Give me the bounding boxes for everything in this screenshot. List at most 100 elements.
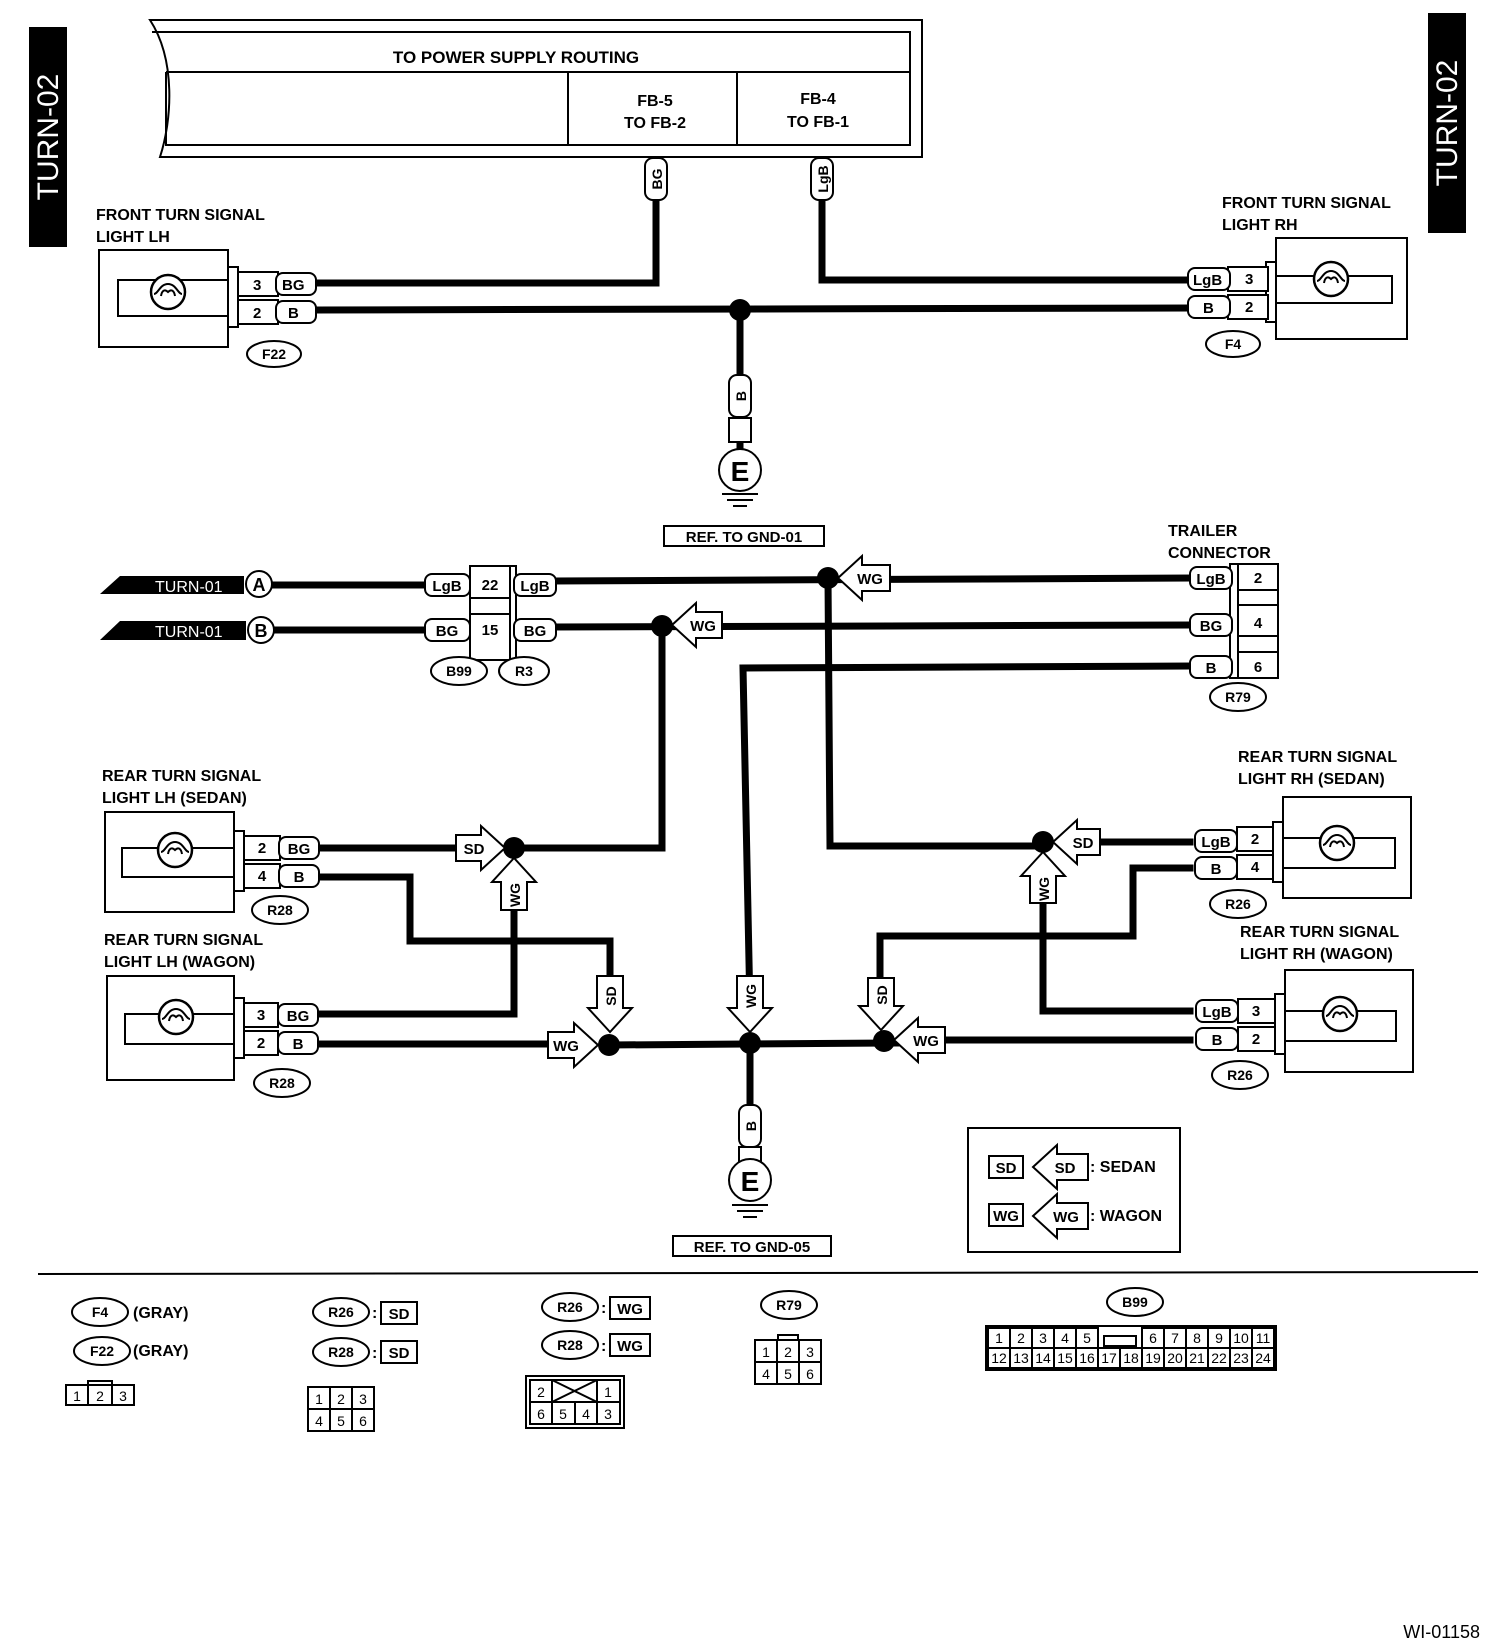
page-tag-left: TURN-02 bbox=[29, 27, 67, 247]
rear-lh-wagon-label-2: LIGHT LH (WAGON) bbox=[104, 954, 255, 971]
pin-label: 2 bbox=[253, 305, 261, 322]
pin-label: 2 bbox=[257, 1035, 265, 1052]
key-pin: 3 bbox=[806, 1344, 814, 1360]
key-wg-label: WG bbox=[617, 1301, 643, 1318]
key-colon: : bbox=[601, 1300, 606, 1317]
key-pin: 6 bbox=[537, 1406, 545, 1422]
variant-arrow-sd: SD bbox=[1051, 817, 1101, 867]
connector-key-sedan: R26 : SD R28 : SD 1 2 3 4 5 6 bbox=[307, 1297, 418, 1432]
key-r28-id: R28 bbox=[328, 1344, 354, 1360]
key-pin: 4 bbox=[762, 1366, 770, 1382]
key-r26-id: R26 bbox=[557, 1299, 583, 1315]
key-sd-label: SD bbox=[389, 1345, 410, 1362]
bulb-icon bbox=[1312, 260, 1350, 298]
input-b-label: TURN-01 bbox=[155, 624, 223, 641]
key-pin: 11 bbox=[1256, 1330, 1271, 1346]
legend-sd-box: SD bbox=[996, 1160, 1017, 1177]
key-pin: 15 bbox=[1057, 1350, 1073, 1366]
wire-tag-bg-power: BG bbox=[644, 157, 668, 201]
front-lh-label-2: LIGHT LH bbox=[96, 229, 170, 246]
key-pin: 14 bbox=[1035, 1350, 1051, 1366]
wire-color-label: WG bbox=[743, 984, 759, 1008]
key-pin: 3 bbox=[119, 1388, 127, 1404]
connector-id: R3 bbox=[515, 663, 533, 679]
bulb-icon bbox=[1321, 995, 1359, 1033]
pin-label: 4 bbox=[1254, 615, 1263, 632]
power-supply-title: TO POWER SUPPLY ROUTING bbox=[393, 48, 639, 67]
connector-id: B99 bbox=[446, 663, 472, 679]
key-pin: 5 bbox=[1083, 1330, 1091, 1346]
wire-color-label: B bbox=[743, 1121, 759, 1131]
key-pin: 18 bbox=[1123, 1350, 1139, 1366]
input-turn01-b: TURN-01 B bbox=[100, 616, 275, 644]
key-pin: 17 bbox=[1101, 1350, 1117, 1366]
wire-color-label: B bbox=[1211, 861, 1222, 878]
page-tag-left-text: TURN-02 bbox=[32, 74, 65, 201]
pin-label: 15 bbox=[482, 622, 499, 639]
bulb-icon bbox=[149, 273, 187, 311]
key-pin: 1 bbox=[73, 1388, 81, 1404]
legend-wg-box: WG bbox=[993, 1208, 1019, 1225]
key-pin: 1 bbox=[995, 1330, 1003, 1346]
rear-turn-signal-lh-wagon: REAR TURN SIGNAL LIGHT LH (WAGON) 3 2 BG… bbox=[104, 932, 319, 1098]
rear-rh-wagon-label-2: LIGHT RH (WAGON) bbox=[1240, 946, 1393, 963]
key-pin: 3 bbox=[1039, 1330, 1047, 1346]
key-pin: 20 bbox=[1167, 1350, 1183, 1366]
fuse-fb4-to-label: TO FB-1 bbox=[787, 114, 849, 131]
key-r28-id: R28 bbox=[557, 1337, 583, 1353]
key-f4-id: F4 bbox=[92, 1304, 109, 1320]
connector-key-f4-f22: F4 (GRAY) F22 (GRAY) 1 2 3 bbox=[65, 1297, 188, 1406]
pin-label: 2 bbox=[1251, 831, 1259, 848]
trailer-label-1: TRAILER bbox=[1168, 523, 1238, 540]
page-tag-right-text: TURN-02 bbox=[1431, 60, 1464, 187]
ground-ref-bottom: REF. TO GND-05 bbox=[694, 1239, 810, 1256]
rear-rh-wagon-label-1: REAR TURN SIGNAL bbox=[1240, 924, 1399, 941]
wire-color-label: B bbox=[1206, 660, 1217, 677]
key-sd-label: SD bbox=[389, 1306, 410, 1323]
bulb-icon bbox=[1318, 824, 1356, 862]
key-pin: 9 bbox=[1215, 1330, 1223, 1346]
pin-label: 4 bbox=[258, 868, 267, 885]
wire-color-label: BG bbox=[282, 277, 305, 294]
key-pin: 2 bbox=[337, 1391, 345, 1407]
rear-turn-signal-lh-sedan: REAR TURN SIGNAL LIGHT LH (SEDAN) 2 4 BG… bbox=[102, 768, 320, 925]
connector-id: R26 bbox=[1227, 1067, 1253, 1083]
input-a-letter: A bbox=[253, 575, 266, 595]
key-pin: 6 bbox=[806, 1366, 814, 1382]
pin-label: 2 bbox=[1245, 299, 1253, 316]
front-rh-label-1: FRONT TURN SIGNAL bbox=[1222, 195, 1391, 212]
front-lh-label-1: FRONT TURN SIGNAL bbox=[96, 207, 265, 224]
key-pin: 4 bbox=[582, 1406, 590, 1422]
pin-label: 3 bbox=[1245, 271, 1253, 288]
page-tag-right: TURN-02 bbox=[1428, 13, 1466, 233]
front-rh-label-2: LIGHT RH bbox=[1222, 217, 1298, 234]
wire-color-label: BG bbox=[649, 168, 665, 189]
rear-turn-signal-rh-sedan: REAR TURN SIGNAL LIGHT RH (SEDAN) 2 4 Lg… bbox=[1194, 749, 1412, 919]
variant-arrow-wg: WG bbox=[836, 553, 891, 603]
connector-key-wagon: R26 : WG R28 : WG 2 1 6 5 4 3 bbox=[525, 1292, 651, 1429]
b99-pin-cell bbox=[1251, 1347, 1275, 1369]
ground-symbol: E bbox=[731, 456, 750, 487]
legend-wg-arrow: WG bbox=[1053, 1209, 1079, 1226]
trailer-label-2: CONNECTOR bbox=[1168, 545, 1271, 562]
ground-top: B E REF. TO GND-01 bbox=[663, 374, 825, 547]
wire-color-label: LgB bbox=[1193, 272, 1222, 289]
key-pin: 2 bbox=[1017, 1330, 1025, 1346]
variant-arrow-wg: WG bbox=[489, 856, 539, 911]
key-pin: 10 bbox=[1233, 1330, 1249, 1346]
wire-color-label: WG bbox=[507, 883, 523, 907]
key-pin: 22 bbox=[1211, 1350, 1227, 1366]
b99-r3-joint: 22 15 LgB BG LgB BG B99 R3 bbox=[424, 565, 557, 686]
wire-color-label: B bbox=[1212, 1032, 1223, 1049]
wire-color-label: B bbox=[294, 869, 305, 886]
variant-arrow-sd: SD bbox=[856, 977, 906, 1032]
pin-label: 22 bbox=[482, 577, 499, 594]
bulb-icon bbox=[156, 831, 194, 869]
key-pin: 5 bbox=[559, 1406, 567, 1422]
trailer-connector: TRAILER CONNECTOR 2 4 6 LgB BG B R79 bbox=[1168, 523, 1279, 712]
wire-color-label: B bbox=[293, 1036, 304, 1053]
rear-rh-sedan-label-1: REAR TURN SIGNAL bbox=[1238, 749, 1397, 766]
key-pin: 21 bbox=[1189, 1350, 1205, 1366]
